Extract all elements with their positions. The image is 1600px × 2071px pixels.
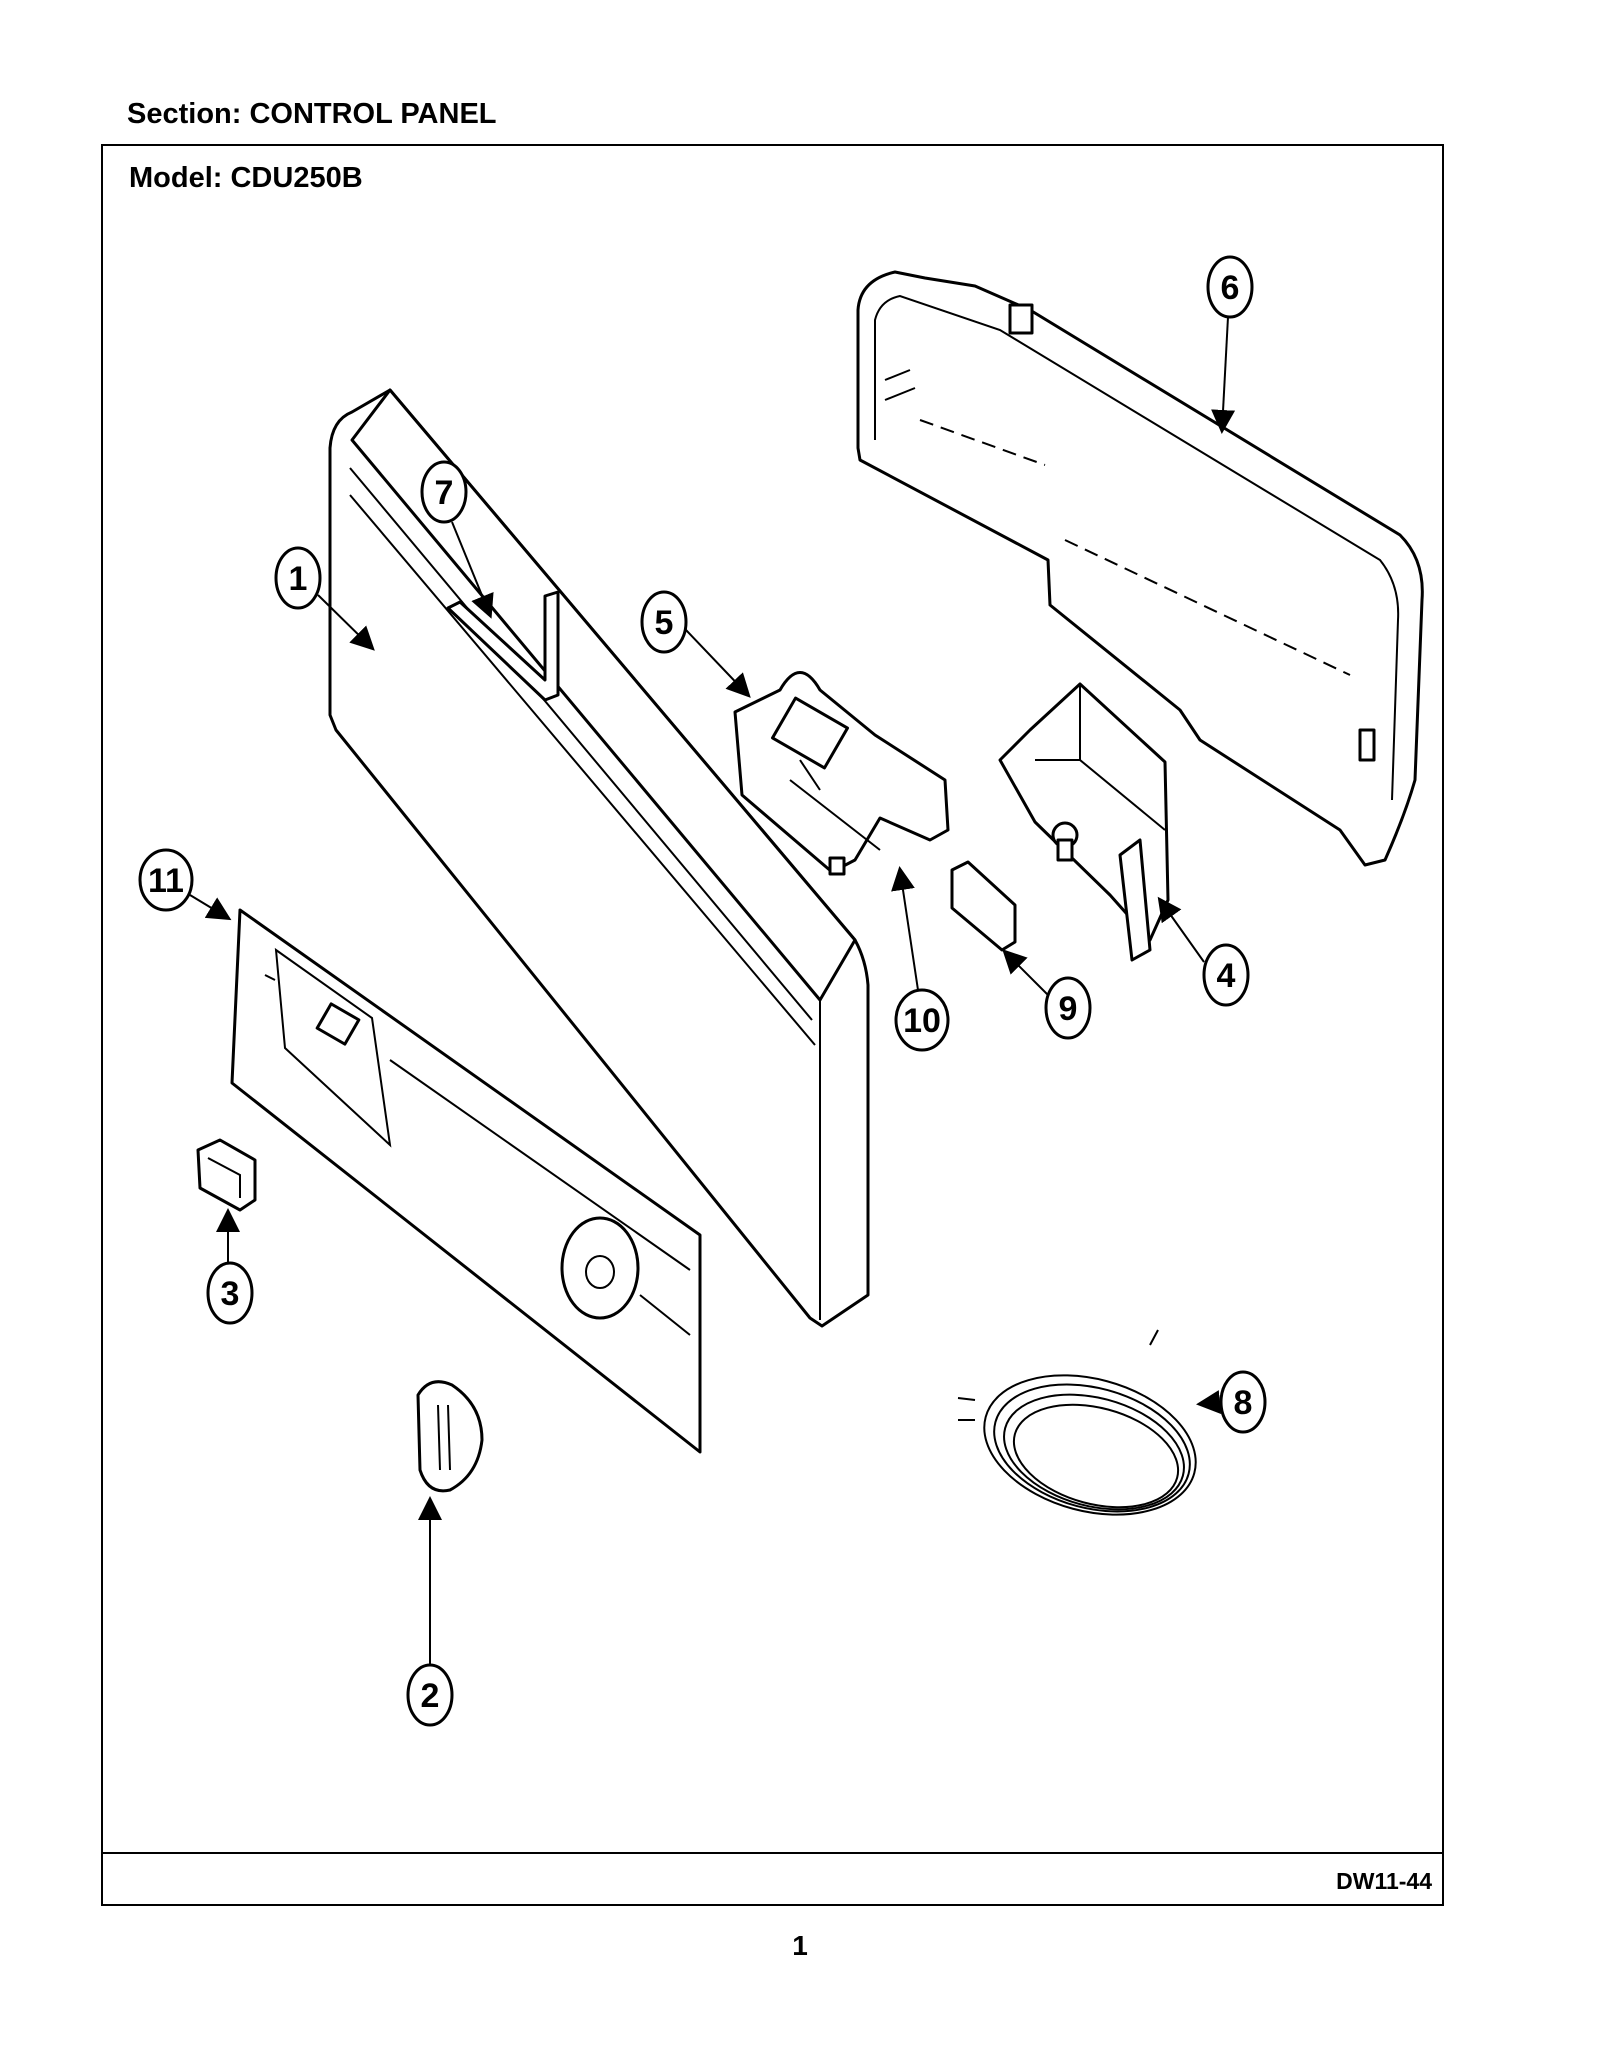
part-3-rocker-switch	[196, 1138, 257, 1212]
svg-text:2: 2	[421, 1677, 440, 1715]
model-title: Model: CDU250B	[129, 162, 363, 194]
svg-text:3: 3	[221, 1275, 240, 1313]
callout-7: 7	[420, 460, 494, 619]
diagram-frame: Model: CDU250B DW11-44	[101, 144, 1444, 1906]
callout-9: 9	[1002, 949, 1092, 1040]
svg-text:8: 8	[1234, 1384, 1253, 1422]
callout-8: 8	[1196, 1370, 1267, 1434]
part-8-wire-harness	[957, 1329, 1197, 1516]
part-9-micro-switch	[950, 860, 1017, 952]
callout-3: 3	[206, 1208, 254, 1325]
callout-4: 4	[1157, 896, 1250, 1007]
page-number: 1	[792, 1930, 808, 1961]
part-4-timer	[998, 682, 1170, 962]
svg-text:6: 6	[1221, 269, 1240, 307]
callout-10: 10	[891, 866, 950, 1052]
part-6-rear-housing	[856, 270, 1424, 867]
svg-text:4: 4	[1217, 957, 1236, 995]
callout-11: 11	[138, 848, 232, 921]
svg-text:7: 7	[435, 474, 454, 512]
svg-text:11: 11	[148, 862, 184, 900]
reference-code: DW11-44	[1336, 1868, 1432, 1894]
callout-2: 2	[406, 1496, 454, 1727]
part-5-switch-assembly	[733, 671, 950, 876]
callout-1: 1	[274, 546, 375, 651]
callout-6: 6	[1206, 255, 1254, 434]
footer-divider	[103, 1852, 1442, 1854]
section-title: Section: CONTROL PANEL	[127, 98, 497, 130]
part-2-knob	[416, 1380, 484, 1493]
svg-text:9: 9	[1059, 990, 1078, 1028]
callout-5: 5	[640, 590, 751, 698]
svg-text:5: 5	[655, 604, 674, 642]
svg-text:10: 10	[903, 1002, 941, 1040]
part-11-overlay	[230, 908, 702, 1454]
svg-text:1: 1	[289, 560, 308, 598]
